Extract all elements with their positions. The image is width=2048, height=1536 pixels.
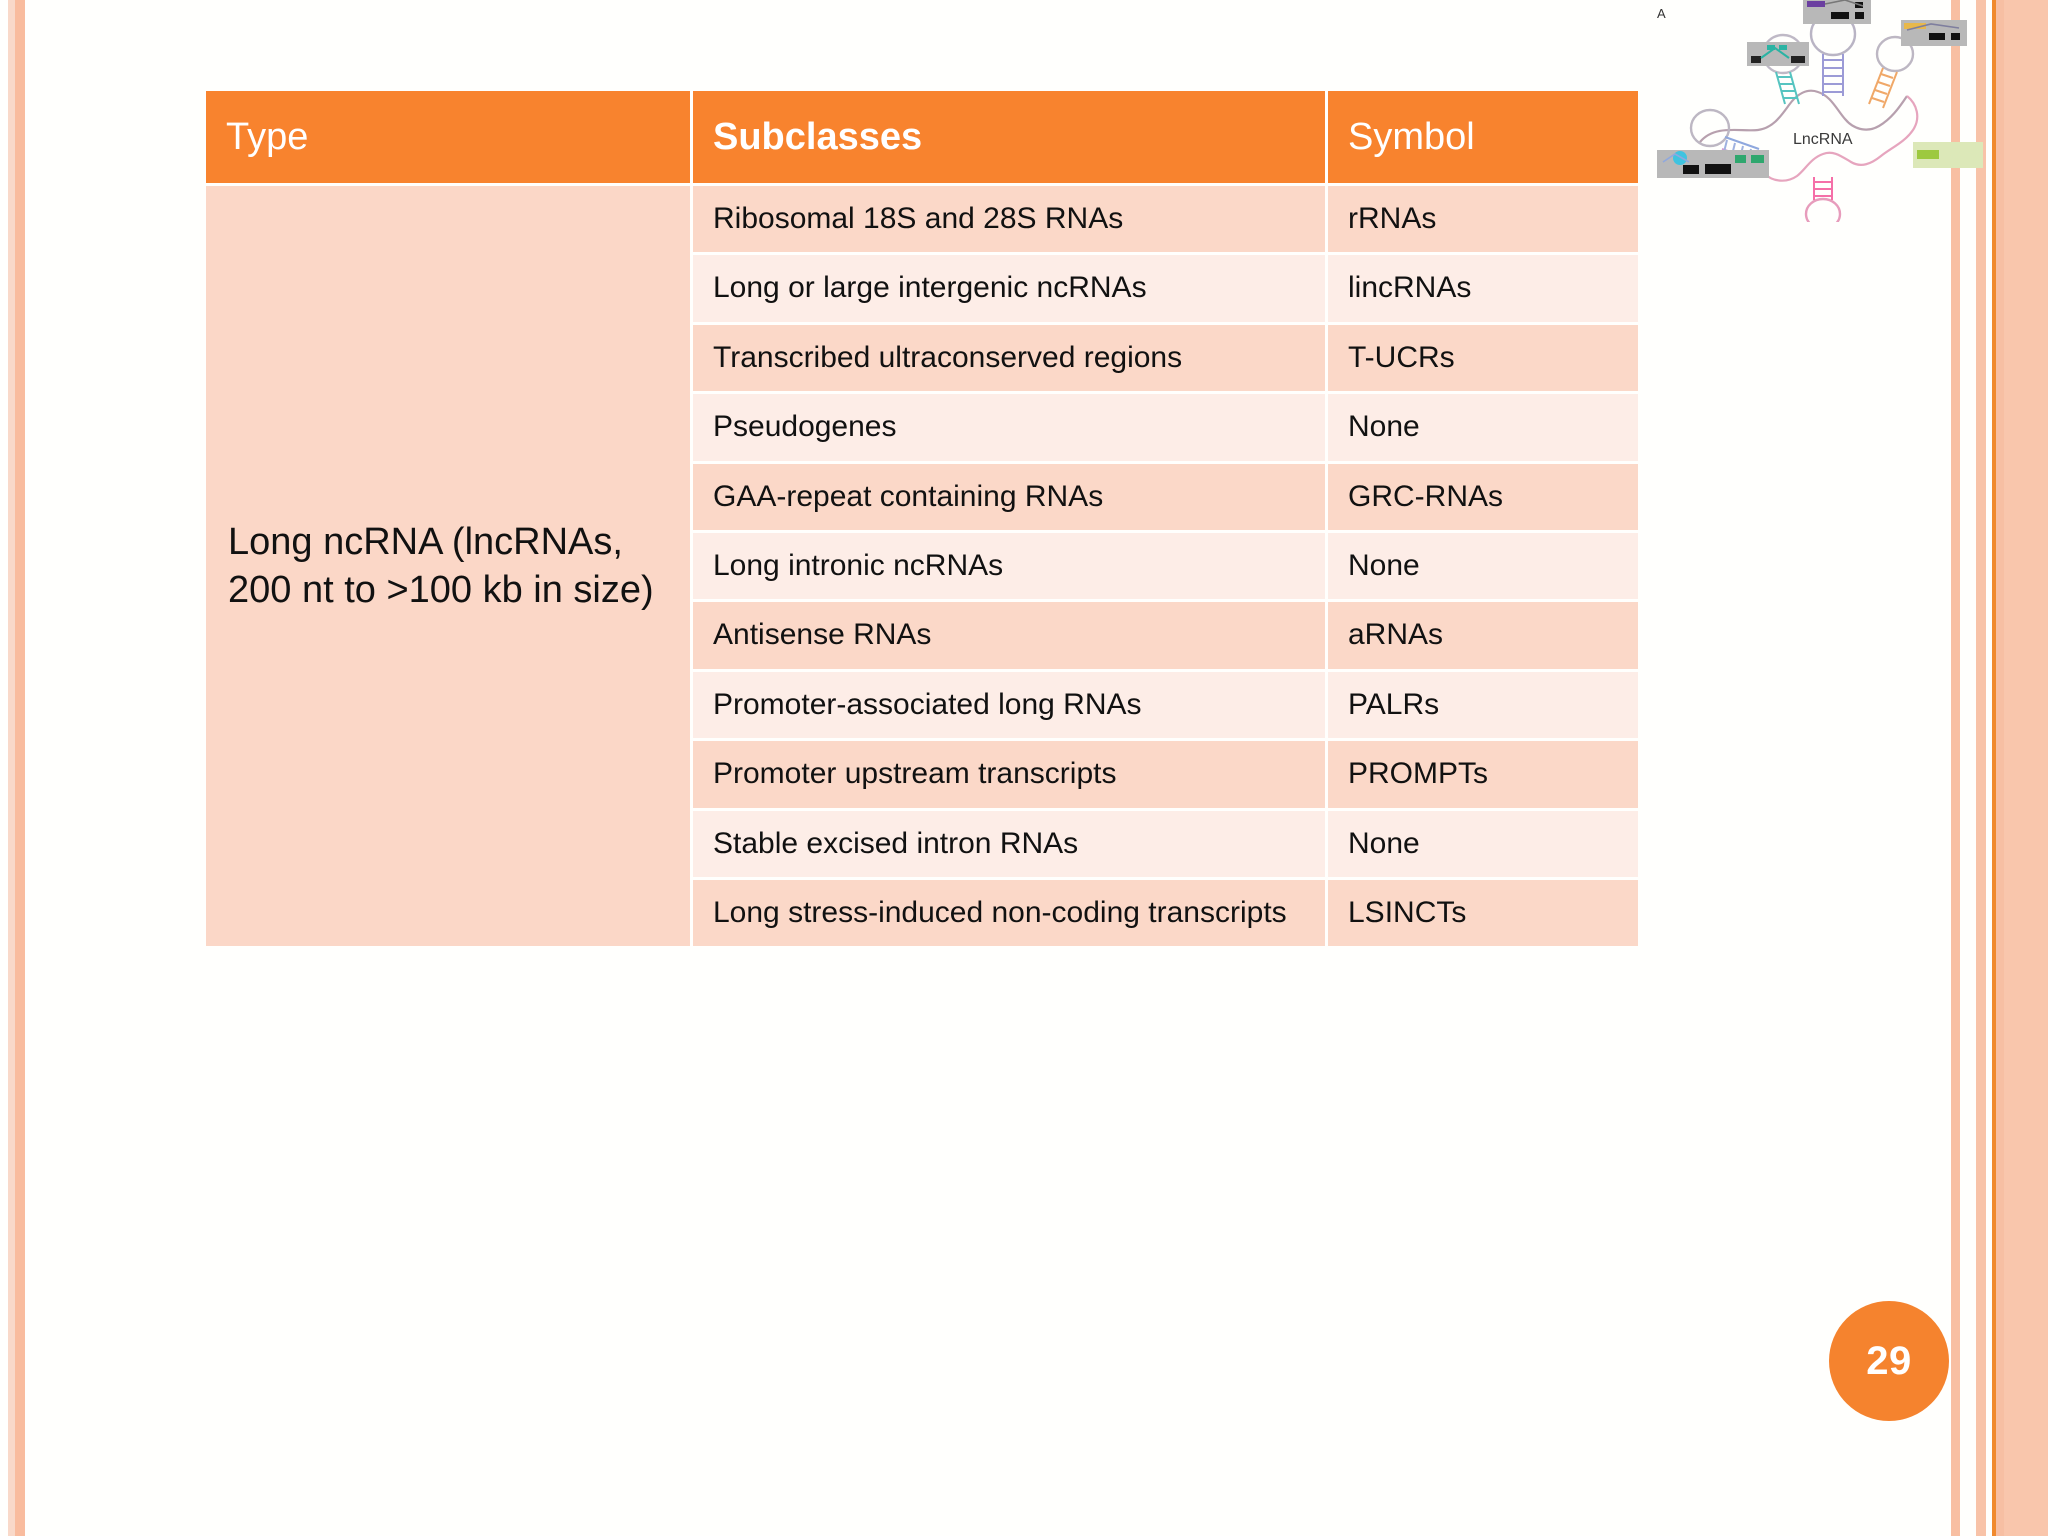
table-row: Stable excised intron RNAs None — [206, 810, 1638, 877]
column-header-symbol: Symbol — [1328, 91, 1638, 183]
subclass-cell: Pseudogenes — [693, 394, 1325, 461]
page-number-badge: 29 — [1829, 1301, 1949, 1421]
right-decorative-stripe-2 — [1976, 0, 1986, 1536]
subclass-cell: Long or large intergenic ncRNAs — [693, 255, 1325, 322]
subclass-cell: Ribosomal 18S and 28S RNAs — [693, 186, 1325, 253]
subclass-cell: Stable excised intron RNAs — [693, 810, 1325, 877]
table-row: Long ncRNA (lncRNAs, 200 nt to >100 kb i… — [206, 186, 1638, 947]
subclass-cell: Promoter upstream transcripts — [693, 741, 1325, 808]
subclass-cell: Long intronic ncRNAs — [693, 532, 1325, 600]
lncrna-diagram-image: A — [1655, 0, 1985, 222]
table-row: Antisense RNAs aRNAs — [206, 602, 1638, 669]
table-row: Pseudogenes None — [206, 394, 1638, 461]
table-row: Long intronic ncRNAs None — [206, 532, 1638, 600]
table-header-row: Type Subclasses Symbol — [206, 91, 1638, 183]
table-row: GAA-repeat containing RNAs GRC-RNAs — [206, 463, 1638, 530]
subclass-cell: Transcribed ultraconserved regions — [693, 324, 1325, 392]
symbol-cell: None — [1328, 532, 1638, 600]
symbol-cell: rRNAs — [1328, 186, 1638, 253]
left-decorative-stripe-inner — [15, 0, 25, 1536]
symbol-cell: PALRs — [1328, 671, 1638, 739]
table-row: Long stress-induced non-coding transcrip… — [206, 879, 1638, 947]
left-decorative-stripe-outer — [8, 0, 15, 1536]
subclass-cell: Antisense RNAs — [693, 602, 1325, 669]
right-decorative-stripe-3 — [1992, 0, 1996, 1536]
symbol-cell: PROMPTs — [1328, 741, 1638, 808]
ncrna-subclass-table: Type Subclasses Symbol Long ncRNA (lncRN… — [203, 88, 1641, 949]
symbol-cell: None — [1328, 394, 1638, 461]
subclass-cell: Long stress-induced non-coding transcrip… — [693, 879, 1325, 947]
table-body: Long ncRNA (lncRNAs, 200 nt to >100 kb i… — [206, 186, 1638, 947]
type-merged-cell: Long ncRNA (lncRNAs, 200 nt to >100 kb i… — [206, 186, 690, 947]
right-decorative-stripe-1 — [1951, 0, 1960, 1536]
symbol-cell: None — [1328, 810, 1638, 877]
subclass-cell: Promoter-associated long RNAs — [693, 671, 1325, 739]
right-decorative-stripe-5 — [2004, 0, 2048, 1536]
table-row: Promoter upstream transcripts PROMPTs — [206, 741, 1638, 808]
right-decorative-stripe-4 — [1996, 0, 2004, 1536]
lncrna-figure-label: LncRNA — [1793, 131, 1853, 148]
column-header-type: Type — [206, 91, 690, 183]
subclass-cell: GAA-repeat containing RNAs — [693, 463, 1325, 530]
symbol-cell: LSINCTs — [1328, 879, 1638, 947]
column-header-subclasses: Subclasses — [693, 91, 1325, 183]
svg-text:A: A — [1657, 6, 1666, 21]
table-row: Transcribed ultraconserved regions T-UCR… — [206, 324, 1638, 392]
symbol-cell: lincRNAs — [1328, 255, 1638, 322]
table-row: Long or large intergenic ncRNAs lincRNAs — [206, 255, 1638, 322]
table-row: Promoter-associated long RNAs PALRs — [206, 671, 1638, 739]
symbol-cell: GRC-RNAs — [1328, 463, 1638, 530]
symbol-cell: T-UCRs — [1328, 324, 1638, 392]
symbol-cell: aRNAs — [1328, 602, 1638, 669]
